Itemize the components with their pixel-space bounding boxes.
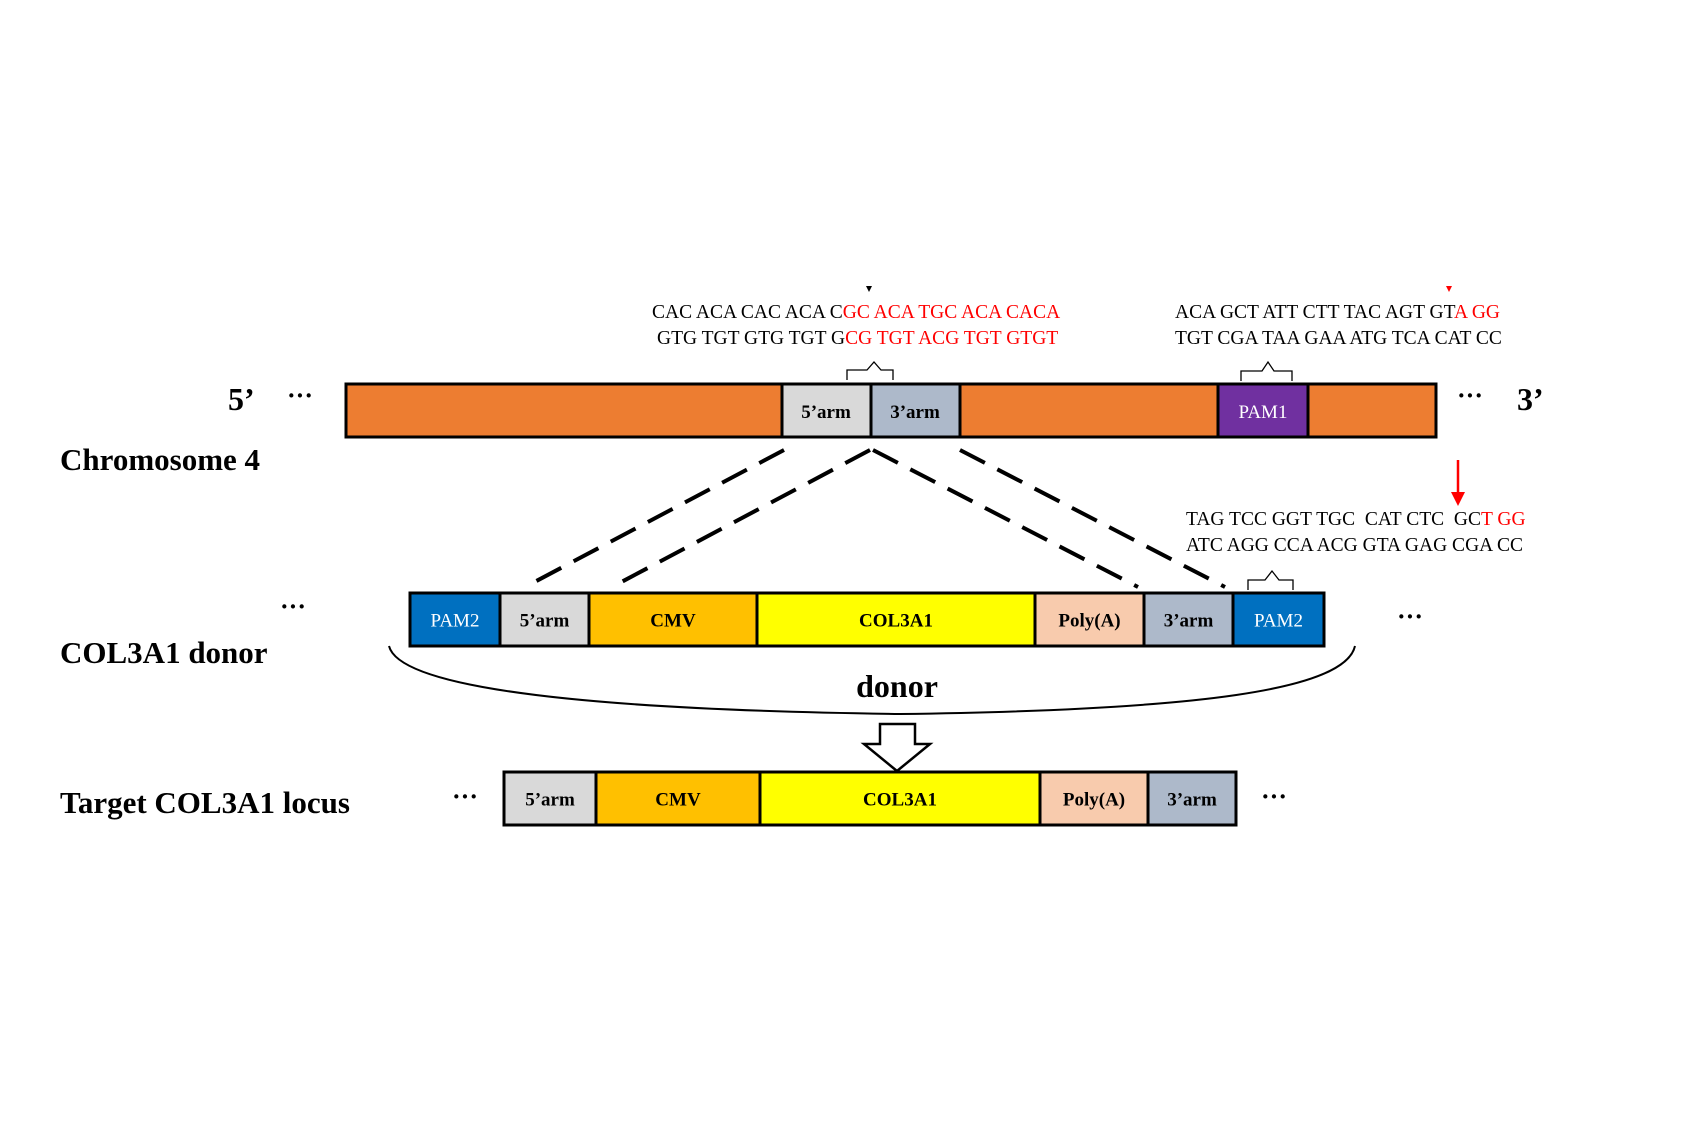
donor-segment-label-5: 3’arm [1164,611,1214,632]
target-segment-label-2: COL3A1 [863,790,937,811]
target-ellipsis-left: ··· [452,782,478,811]
target-segment-3-arm-4 [1146,770,1238,827]
cut-site-marker-black [866,286,872,292]
donor-bar: PAM2 5’arm CMV COL3A1 Poly(A) 3’arm PAM2 [408,591,1326,648]
seq-left-bracket [846,361,894,380]
donor-segment-5-arm-1 [498,591,591,648]
donor-segment-label-2: CMV [650,611,696,632]
dashed-line-arm3-left [872,448,1139,589]
seq-left-top-red: GC ACA TGC ACA CACA [843,302,1060,323]
donor-segment-3-arm-5 [1142,591,1235,648]
donor-segment-col3a1-3 [755,591,1037,648]
target-segment-cmv-1 [594,770,762,827]
donor-segment-label-1: 5’arm [520,611,570,632]
target-ellipsis-right: ··· [1261,782,1287,811]
seq-left-bottom-red: CG TGT ACG TGT GTGT [845,328,1058,349]
chromosome-arm3 [869,382,962,439]
dashed-line-arm5-left [524,448,785,589]
cut-arrow-head [1451,492,1465,506]
donor-row-label: COL3A1 donor [60,635,268,670]
target-segment-col3a1-2 [758,770,1042,827]
chromosome-row-label: Chromosome 4 [60,442,260,477]
chromosome-ellipsis-left: ··· [287,381,313,410]
down-arrow-icon [860,722,934,773]
seq-left-bottom: GTG TGT GTG TGT GCG TGT ACG TGT GTGT [657,328,1058,349]
seq-pam1-top-red: A GG [1454,302,1500,323]
seq-pam1-top: ACA GCT ATT CTT TAC AGT GTA GG [1175,302,1500,323]
seq-pam2-top-black: TAG TCC GGT TGC CAT CTC GC [1186,509,1481,530]
seq-pam1-top-black: ACA GCT ATT CTT TAC AGT GT [1175,302,1456,323]
donor-ellipsis-right: ··· [1397,602,1423,631]
prime5-label: 5’ [228,381,255,417]
prime3-label: 3’ [1517,381,1544,417]
donor-segment-label-4: Poly(A) [1058,611,1120,632]
chromosome-pam1 [1216,382,1310,439]
donor-segment-pam2-0 [408,591,502,648]
seq-pam2-bracket [1247,569,1294,590]
target-segment-label-1: CMV [655,790,701,811]
donor-segment-label-3: COL3A1 [859,611,933,632]
donor-segment-pam2-6 [1231,591,1326,648]
donor-segment-label-6: PAM2 [1254,611,1303,632]
seq-pam2-top: TAG TCC GGT TGC CAT CTC GCT GG [1186,509,1526,530]
donor-segment-label-0: PAM2 [431,611,480,632]
target-bar: 5’arm CMV COL3A1 Poly(A) 3’arm [502,770,1238,827]
chromosome-pam1-label: PAM1 [1239,402,1288,423]
target-segment-label-4: 3’arm [1167,790,1217,811]
chromosome-arm5 [780,382,873,439]
target-segment-5-arm-0 [502,770,598,827]
target-segment-label-3: Poly(A) [1063,790,1125,811]
cut-site-marker-red [1446,286,1452,292]
target-segment-label-0: 5’arm [525,790,575,811]
chromosome-arm3-label: 3’arm [890,402,940,423]
chromosome-ellipsis-right: ··· [1457,381,1483,410]
seq-pam1-bracket [1240,360,1293,381]
dashed-line-arm3-right [959,448,1226,589]
donor-brace [388,645,1356,716]
dashed-line-arm5-right [611,448,871,589]
seq-left-bottom-black: GTG TGT GTG TGT G [657,328,845,349]
seq-left-top: CAC ACA CAC ACA CGC ACA TGC ACA CACA [652,302,1060,323]
seq-pam2-bottom: ATC AGG CCA ACG GTA GAG CGA CC [1186,535,1523,556]
donor-brace-label: donor [856,668,938,704]
seq-pam2-top-red: T GG [1481,509,1526,530]
seq-pam1-bottom: TGT CGA TAA GAA ATG TCA CAT CC [1175,328,1502,349]
donor-ellipsis-left: ··· [280,592,306,621]
homology-dashed-lines [524,448,1226,589]
chromosome-arm5-label: 5’arm [801,402,851,423]
target-row-label: Target COL3A1 locus [60,785,350,820]
seq-left-top-black: CAC ACA CAC ACA C [652,302,843,323]
